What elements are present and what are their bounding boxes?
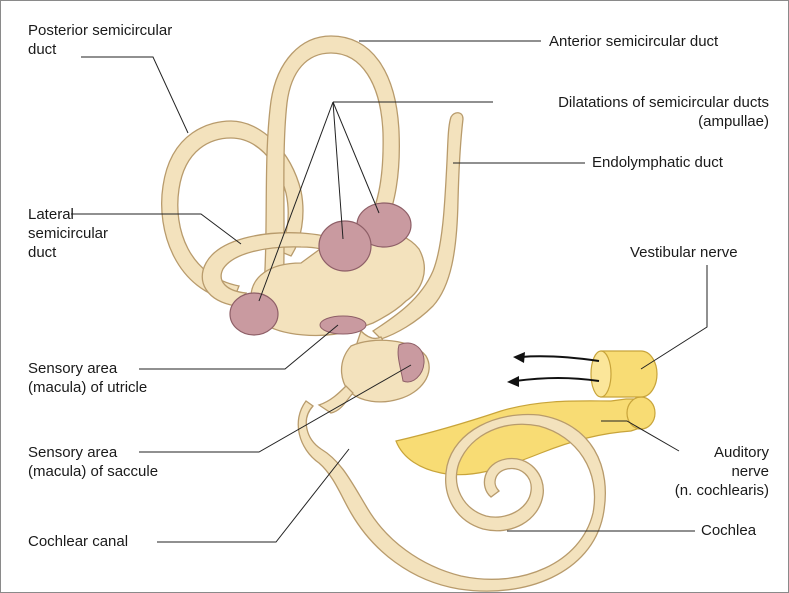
vestibular-nerve-shape [591,351,657,397]
label-vestibular-nerve: Vestibular nerve [630,243,738,262]
label-endolymphatic-duct: Endolymphatic duct [592,153,723,172]
label-lateral-semicircular-duct: Lateral semicircular duct [28,205,108,262]
label-anterior-semicircular-duct: Anterior semicircular duct [549,32,718,51]
label-auditory-nerve: Auditory nerve (n. cochlearis) [621,443,769,500]
label-posterior-semicircular-duct: Posterior semicircular duct [28,21,172,59]
label-macula-utricle: Sensory area (macula) of utricle [28,359,147,397]
nerve-direction-arrows [507,352,599,387]
label-macula-saccule: Sensory area (macula) of saccule [28,443,158,481]
ductus-reuniens-shape [319,386,353,413]
label-cochlear-canal: Cochlear canal [28,532,128,551]
label-ampullae: Dilatations of semicircular ducts (ampul… [497,93,769,131]
label-cochlea: Cochlea [701,521,756,540]
